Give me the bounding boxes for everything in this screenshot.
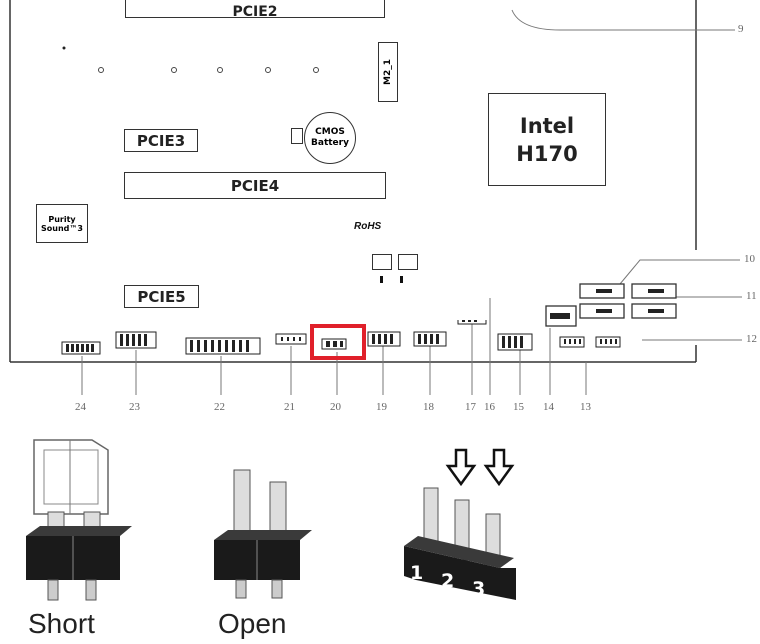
m2-slot: M2_1 [378,42,398,102]
callout-15: 15 [513,401,524,413]
three-pin-jumper-icon [404,448,516,600]
callout-23: 23 [129,401,140,413]
cmos-clip [291,128,303,144]
short-jumper-icon [26,439,132,601]
cmos-battery: CMOS Battery [304,112,356,164]
jumper-illustrations [26,439,516,601]
callout-16: 16 [484,401,495,413]
callout-20: 20 [330,401,341,413]
pin-label-3: 3 [472,578,486,600]
rohs-mark: RoHS [354,221,382,232]
open-caption: Open [218,608,287,639]
callout-17: 17 [465,401,476,413]
purity-sound-chip: Purity Sound™3 [36,204,88,243]
callout-24: 24 [75,401,86,413]
callout-22: 22 [214,401,225,413]
open-jumper-icon [214,469,312,599]
callout-11: 11 [746,290,757,302]
sata-connectors [545,283,677,327]
pcie4-slot: PCIE4 [124,172,386,199]
pin-headers [61,320,621,355]
pin-label-1: 1 [410,562,424,584]
short-caption: Short [28,608,95,639]
callout-10: 10 [744,253,755,265]
callout-12: 12 [746,333,757,345]
bios-chip-a [372,254,392,270]
pcie2-slot: PCIE2 [125,0,385,20]
callout-13: 13 [580,401,591,413]
bios-pin-b [400,276,403,283]
pcie3-slot: PCIE3 [124,129,198,152]
bios-pin-a [380,276,383,283]
chipset: Intel H170 [488,93,606,186]
pcie5-slot: PCIE5 [124,285,199,308]
callout-21: 21 [284,401,295,413]
callout-18: 18 [423,401,434,413]
callout-9: 9 [738,23,744,35]
callout-14: 14 [543,401,554,413]
callout-19: 19 [376,401,387,413]
highlight-box [310,324,366,360]
led-row [98,67,319,73]
bios-chip-b [398,254,418,270]
pin-label-2: 2 [441,570,455,592]
